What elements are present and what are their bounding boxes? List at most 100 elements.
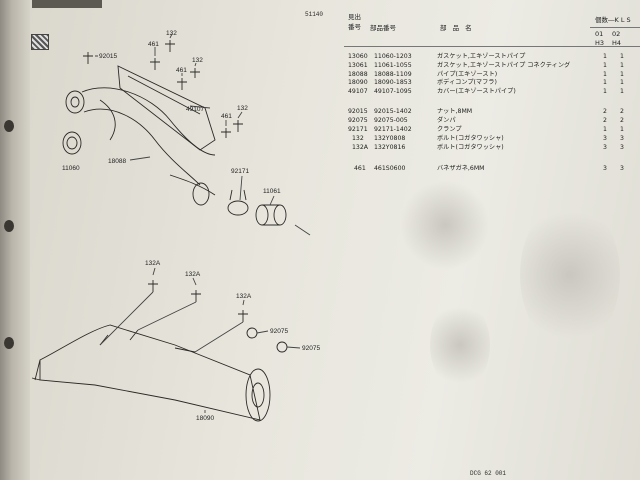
- pipe-outlet: [192, 182, 210, 206]
- flange-bore: [70, 96, 80, 108]
- header-rule: [344, 46, 640, 47]
- damper-92075-b: [276, 341, 288, 353]
- qty-col-3: H3: [595, 39, 605, 47]
- row-qty-1: 1: [603, 126, 607, 133]
- qty-col-4: H4: [612, 39, 622, 47]
- show-through: [520, 200, 620, 350]
- row-ref: 92171: [348, 126, 368, 133]
- gasket-11061-face: [255, 204, 269, 226]
- pipe-end-edge: [169, 174, 216, 196]
- callout-92015: 92015: [99, 53, 117, 60]
- callout-11061: 11061: [263, 188, 281, 195]
- row-qty-1: 1: [603, 79, 607, 86]
- damper-92075-a: [246, 327, 258, 339]
- muffler-body-outline: [39, 324, 261, 421]
- pipe-upper-edge: [81, 87, 216, 156]
- callout-11060: 11060: [62, 165, 80, 172]
- row-qty-2: 1: [620, 62, 624, 69]
- row-part-no: 92075-005: [374, 117, 408, 124]
- row-part-no: 11061-1055: [374, 62, 412, 69]
- row-part-no: 92015-1402: [374, 108, 412, 115]
- binder-edge: [0, 0, 30, 480]
- muffler-end-cap: [245, 368, 271, 422]
- row-ref: 92075: [348, 117, 368, 124]
- row-ref: 13060: [348, 53, 368, 60]
- callout-132: 132: [166, 30, 177, 37]
- callout-49107: 49107: [186, 106, 204, 113]
- callout-18088: 18088: [108, 158, 126, 165]
- leader-lines-upper: [95, 33, 311, 236]
- row-name: ナット,8MM: [437, 108, 473, 115]
- row-qty-1: 2: [603, 117, 607, 124]
- row-name: カバー(エキゾーストパイプ): [437, 88, 516, 95]
- row-ref: 132A: [352, 144, 369, 151]
- qty-col-1: 01: [595, 30, 604, 38]
- binder-hole: [4, 220, 14, 232]
- row-name: パイプ(エキゾースト): [437, 71, 498, 78]
- row-qty-2: 2: [620, 108, 624, 115]
- row-qty-2: 3: [620, 135, 624, 142]
- binder-hole: [4, 337, 14, 349]
- row-ref: 461: [354, 165, 366, 172]
- callout-132A: 132A: [236, 293, 252, 300]
- gasket-11061-body: [262, 204, 280, 226]
- binder-hole: [4, 120, 14, 132]
- row-name: ボルト(コガタワッシャ): [437, 135, 504, 142]
- bolt-glyphs-upper: [83, 40, 243, 138]
- callout-18090: 18090: [196, 415, 214, 422]
- pipe-bend: [99, 99, 116, 141]
- row-ref: 18090: [348, 79, 368, 86]
- row-qty-1: 1: [603, 62, 607, 69]
- row-name: ボルト(コガタワッシャ): [437, 144, 504, 151]
- row-ref: 13061: [348, 62, 368, 69]
- heat-shield-shape: [117, 65, 216, 151]
- clamp-92171-shape: [227, 200, 249, 216]
- row-qty-2: 3: [620, 165, 624, 172]
- page-ref-code: 51140: [305, 11, 324, 18]
- row-part-no: 92171-1402: [374, 126, 412, 133]
- muffler-outlet: [251, 382, 265, 408]
- row-part-no: 18088-1109: [374, 71, 412, 78]
- qty-header-rule: [590, 27, 640, 28]
- row-qty-1: 2: [603, 108, 607, 115]
- row-qty-1: 3: [603, 165, 607, 172]
- callout-92075: 92075: [302, 345, 320, 352]
- row-part-no: 49107-1095: [374, 88, 412, 95]
- header-ref-no: 見出 番号: [348, 13, 361, 31]
- row-part-no: 18090-1853: [374, 79, 412, 86]
- bolt-glyphs-lower: [148, 280, 248, 322]
- callout-132A: 132A: [185, 271, 201, 278]
- section-stamp: [31, 34, 49, 50]
- show-through: [430, 300, 490, 390]
- gasket-11061-back: [273, 204, 287, 226]
- row-ref: 92015: [348, 108, 368, 115]
- row-name: バネザガネ,6MM: [437, 165, 485, 172]
- row-qty-1: 3: [603, 135, 607, 142]
- row-part-no: 11060-1203: [374, 53, 412, 60]
- row-ref: 18088: [348, 71, 368, 78]
- row-ref: 49107: [348, 88, 368, 95]
- header-part-no: 部品番号: [370, 24, 396, 32]
- callout-461: 461: [176, 67, 187, 74]
- row-qty-2: 3: [620, 144, 624, 151]
- row-name: クランプ: [437, 126, 462, 133]
- row-part-no: 132Y0808: [374, 135, 406, 142]
- row-qty-2: 1: [620, 126, 624, 133]
- callout-132: 132: [237, 105, 248, 112]
- row-qty-2: 1: [620, 71, 624, 78]
- callout-461: 461: [148, 41, 159, 48]
- row-part-no: 461S0600: [374, 165, 406, 172]
- heat-shield-rib: [127, 75, 201, 115]
- row-name: ボディコンプ(マフラ): [437, 79, 497, 86]
- row-qty-1: 1: [603, 71, 607, 78]
- gasket-11060-inner: [66, 136, 78, 150]
- row-qty-2: 1: [620, 88, 624, 95]
- row-qty-2: 1: [620, 79, 624, 86]
- row-qty-1: 1: [603, 53, 607, 60]
- row-qty-2: 1: [620, 53, 624, 60]
- gasket-11060-shape: [62, 131, 82, 155]
- header-qty: 個数―K L S: [595, 16, 631, 24]
- muffler-inlet: [31, 359, 41, 381]
- qty-col-2: 02: [612, 30, 621, 38]
